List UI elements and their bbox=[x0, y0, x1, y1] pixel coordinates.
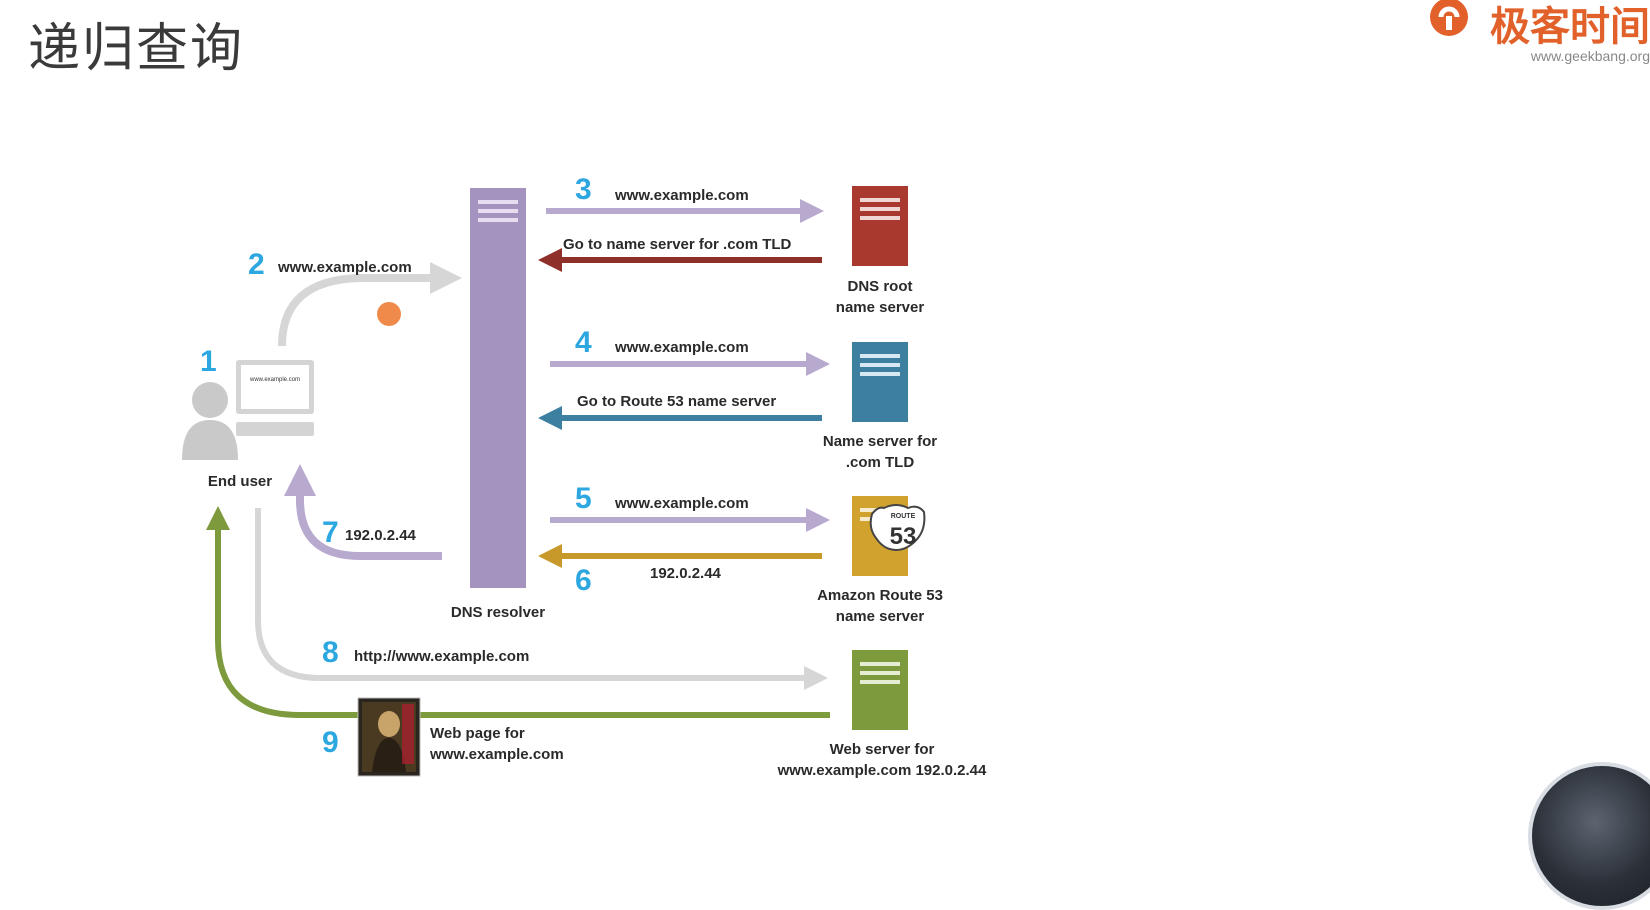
step-9-arrow bbox=[206, 506, 830, 718]
end-user-label: End user bbox=[208, 473, 272, 490]
brand-name: 极客时间 bbox=[1490, 4, 1650, 50]
web-page-thumbnail-image bbox=[357, 697, 421, 777]
step-4-label: www.example.com bbox=[614, 339, 749, 356]
root-label-line1: DNS root bbox=[848, 278, 913, 295]
dns-recursive-query-diagram: DNS resolver DNS root name server Name s… bbox=[182, 173, 987, 779]
step-6-label: 192.0.2.44 bbox=[650, 565, 722, 582]
dns-resolver-label: DNS resolver bbox=[451, 604, 545, 621]
cursor-dot-icon bbox=[377, 302, 401, 326]
tld-label-line1: Name server for bbox=[823, 433, 937, 450]
route53-label-line2: name server bbox=[836, 608, 925, 625]
end-user-computer-icon: www.example.com bbox=[236, 360, 314, 436]
end-user-screen-text: www.example.com bbox=[249, 377, 300, 383]
step-2-number: 2 bbox=[248, 248, 265, 281]
tld-server-icon bbox=[852, 342, 908, 422]
web-label-line2: www.example.com 192.0.2.44 bbox=[777, 762, 987, 779]
step-8-arrow bbox=[255, 508, 828, 690]
web-server-icon bbox=[852, 650, 908, 730]
tld-label-line2: .com TLD bbox=[846, 454, 915, 471]
tld-return-label: Go to Route 53 name server bbox=[577, 393, 776, 410]
page-title: 递归查询 bbox=[28, 19, 245, 79]
brand-logo: 极客时间 www.geekbang.org bbox=[1400, 0, 1650, 80]
root-label-line2: name server bbox=[836, 299, 925, 316]
step-8-label: http://www.example.com bbox=[354, 648, 529, 665]
root-return-label: Go to name server for .com TLD bbox=[563, 236, 792, 253]
step-7-label: 192.0.2.44 bbox=[345, 527, 417, 544]
dns-resolver-server-icon bbox=[470, 188, 526, 588]
route53-label-line1: Amazon Route 53 bbox=[817, 587, 943, 604]
web-page-label-line1: Web page for bbox=[430, 725, 525, 742]
web-page-label-line2: www.example.com bbox=[429, 746, 564, 763]
step-3-number: 3 bbox=[575, 173, 592, 206]
dns-root-server-icon bbox=[852, 186, 908, 266]
web-label-line1: Web server for bbox=[830, 741, 935, 758]
step-4-number: 4 bbox=[575, 326, 592, 359]
route53-badge-top: ROUTE bbox=[891, 513, 916, 520]
step-7-number: 7 bbox=[322, 516, 339, 549]
step-2-arrow bbox=[278, 262, 462, 347]
step-5-label: www.example.com bbox=[614, 495, 749, 512]
end-user-person-icon bbox=[182, 382, 238, 460]
step-8-number: 8 bbox=[322, 636, 339, 669]
step-5-number: 5 bbox=[575, 482, 592, 515]
step-9-number: 9 bbox=[322, 726, 339, 759]
step-3-label: www.example.com bbox=[614, 187, 749, 204]
step-6-number: 6 bbox=[575, 564, 592, 597]
step-7-arrow bbox=[284, 464, 442, 560]
geektime-logo-icon bbox=[1430, 0, 1468, 36]
step-1-number: 1 bbox=[200, 345, 217, 378]
brand-url: www.geekbang.org bbox=[1530, 48, 1650, 64]
step-2-label: www.example.com bbox=[277, 259, 412, 276]
route53-shield-icon: ROUTE 53 bbox=[869, 504, 926, 552]
route53-badge-number: 53 bbox=[890, 523, 917, 550]
